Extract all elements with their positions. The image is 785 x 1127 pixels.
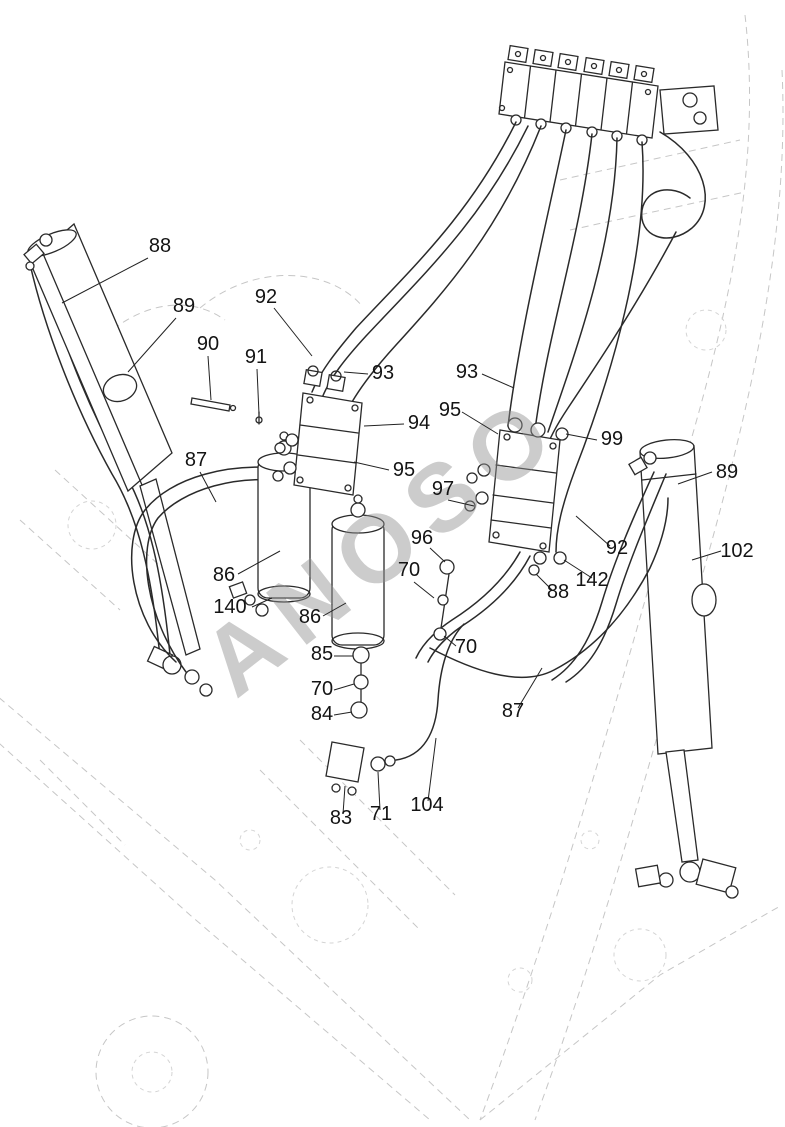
background-machine-outline [0, 14, 784, 1127]
right-valve-block [464, 417, 569, 576]
right-valve-block-port-fittings [464, 463, 491, 512]
callout-90-pin: 90 [197, 333, 219, 355]
callout-97-fitting: 97 [432, 478, 454, 500]
callout-leader-lines [61, 257, 722, 815]
callout-140-fitting: 140 [213, 596, 246, 618]
fitting-70-b [433, 627, 447, 641]
callout-94-valve-block: 94 [408, 412, 430, 434]
callout-95-lower: 95 [393, 459, 415, 481]
left-valve-block-port-fittings [272, 433, 299, 482]
right-cylinder-bottom-fittings [634, 858, 739, 899]
hydraulic-hoses-lower [395, 471, 669, 761]
accumulator-1 [228, 431, 311, 617]
callout-142-fitting: 142 [575, 569, 608, 591]
callout-92-left-hose: 92 [255, 286, 277, 308]
hydraulic-hoses-left [130, 466, 297, 673]
callout-93-right-hose: 93 [456, 361, 478, 383]
right-cylinder-rod [665, 749, 699, 863]
center-fitting-chain [325, 559, 455, 796]
fitting-96 [439, 559, 455, 575]
right-cylinder-boss [691, 583, 717, 617]
fitting-84 [350, 701, 368, 719]
callout-85-fitting: 85 [311, 643, 333, 665]
callout-96-fitting: 96 [411, 527, 433, 549]
control-valve-manifold [498, 44, 719, 146]
callout-88-center-hose: 88 [547, 581, 569, 603]
fitting-71 [370, 756, 386, 772]
callout-93-left-hose: 93 [372, 362, 394, 384]
callout-86-accumulator-2: 86 [299, 606, 321, 628]
callout-70-right: 70 [455, 636, 477, 658]
right-hydraulic-cylinder [628, 438, 739, 899]
callout-99-fitting: 99 [601, 428, 623, 450]
valve-caps [507, 44, 655, 84]
callout-86-accumulator-1: 86 [213, 564, 235, 586]
callout-70-center: 70 [398, 559, 420, 581]
hydraulic-hoses-upper [311, 121, 707, 553]
left-cylinder-boss [102, 373, 138, 403]
callout-102-hose: 102 [720, 540, 753, 562]
right-cylinder-top-fitting [643, 451, 657, 465]
callout-88-left-cylinder: 88 [149, 235, 171, 257]
fitting-85 [352, 646, 370, 664]
callout-70-chain: 70 [311, 678, 333, 700]
callout-87-right-hose: 87 [502, 700, 524, 722]
callout-84-fitting: 84 [311, 703, 333, 725]
callout-91-pin: 91 [245, 346, 267, 368]
pin-90 [190, 397, 237, 412]
accumulator-1-fittings [228, 581, 269, 617]
callout-87-left-hose: 87 [185, 449, 207, 471]
callout-labels: 88 89 90 91 92 93 93 94 95 99 95 97 89 8… [149, 235, 754, 829]
accumulator-2 [331, 494, 385, 650]
callout-89-left-boss: 89 [173, 295, 195, 317]
left-valve-block [190, 365, 363, 496]
callout-95-upper: 95 [439, 399, 461, 421]
callout-89-right-cylinder: 89 [716, 461, 738, 483]
manifold-bottom-ports [510, 114, 648, 146]
callout-92-right-hose: 92 [606, 537, 628, 559]
callout-83-valve: 83 [330, 807, 352, 829]
fitting-142 [553, 551, 567, 565]
left-cylinder-top-fitting [39, 233, 53, 247]
valve-83 [325, 741, 365, 783]
fitting-70-a [353, 674, 369, 690]
callout-104-hose: 104 [410, 794, 443, 816]
callout-71-fitting: 71 [370, 803, 392, 825]
right-valve-block-bottom-fittings [528, 551, 567, 576]
